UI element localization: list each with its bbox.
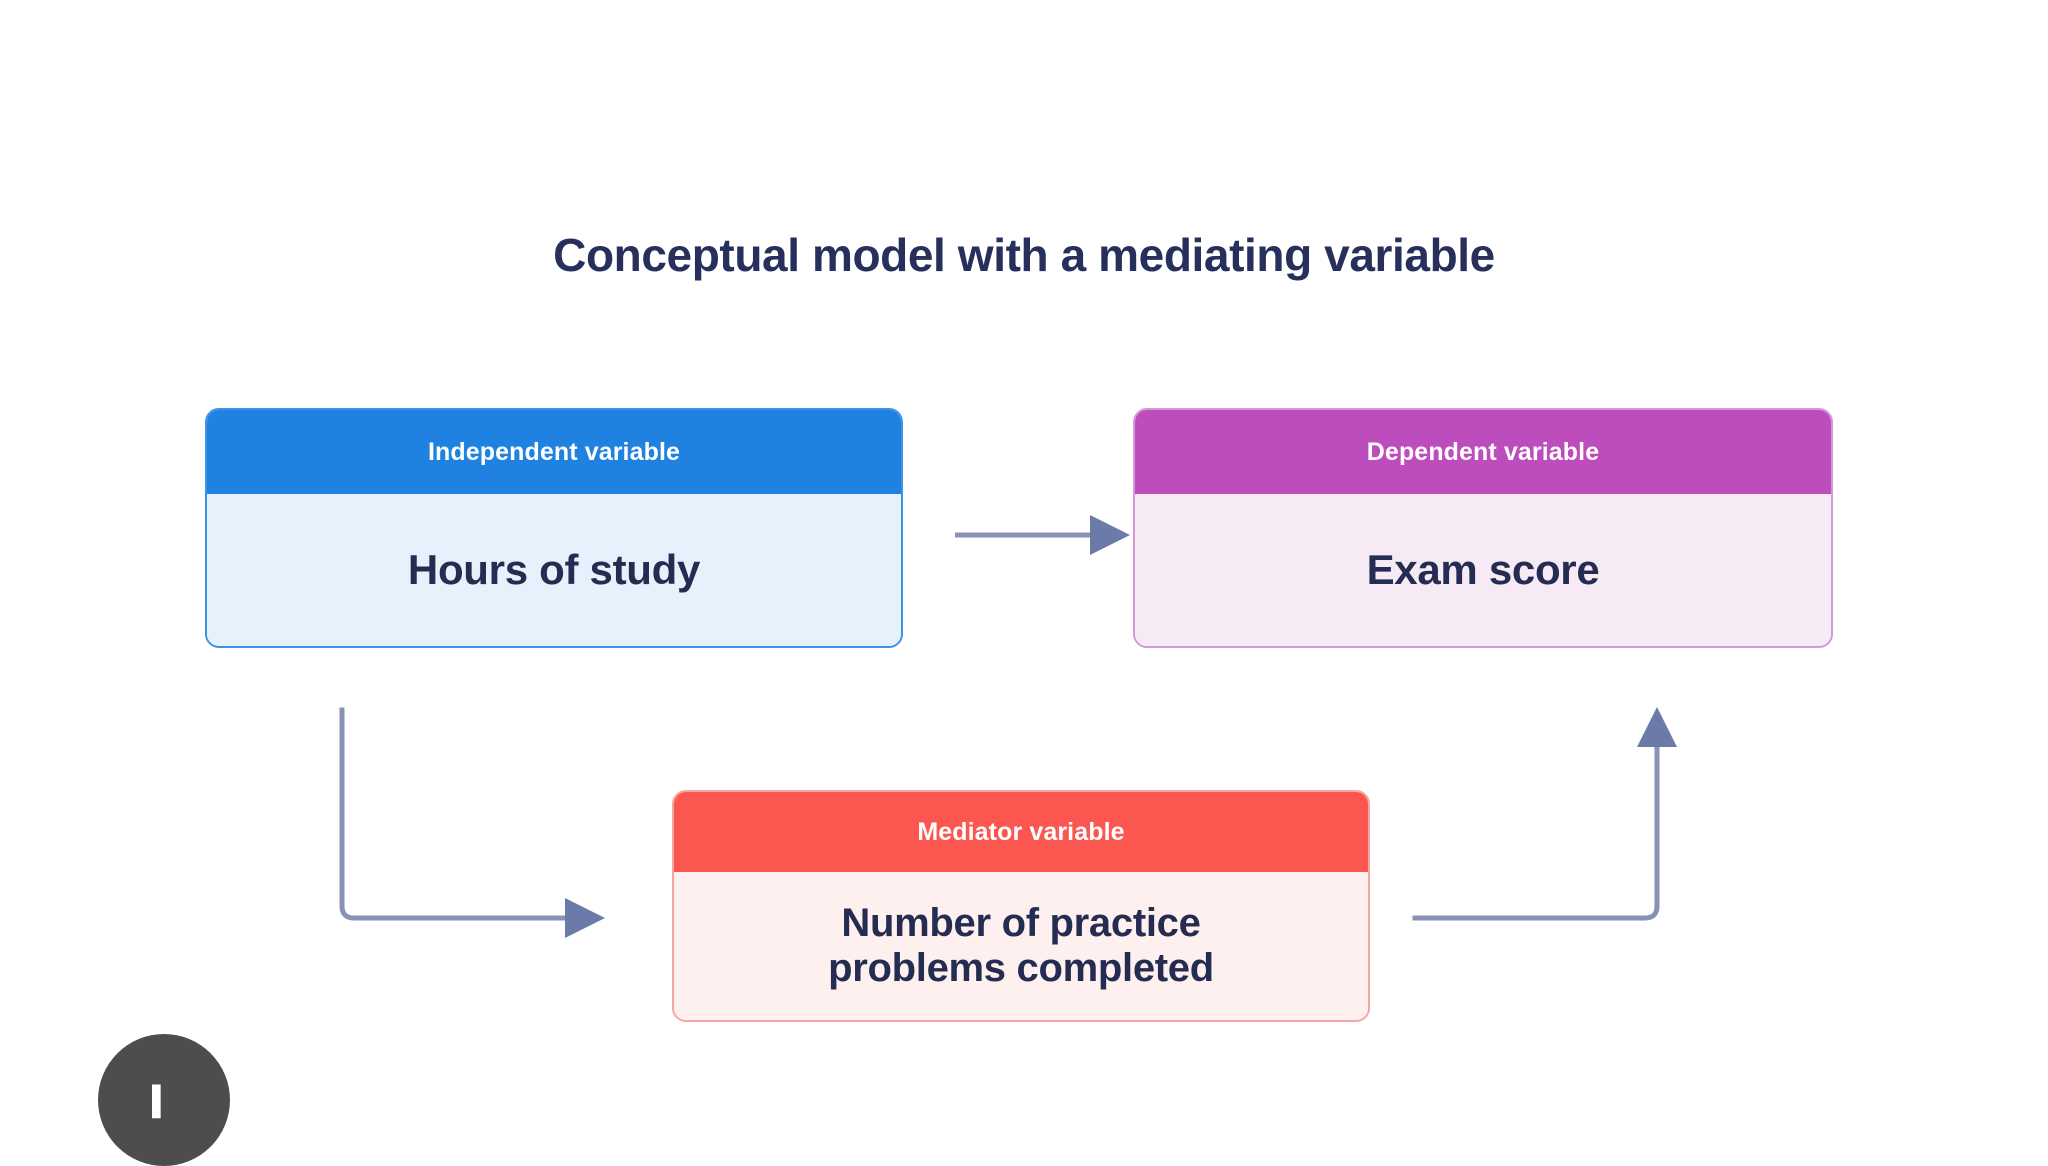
node-dependent-body: Exam score: [1135, 494, 1831, 646]
node-independent-body: Hours of study: [207, 494, 901, 646]
arrow-mediator-to-dependent: [1412, 707, 1677, 921]
node-independent-variable[interactable]: Independent variable Hours of study: [205, 408, 903, 648]
arrow-independent-to-mediator: [339, 707, 605, 938]
play-pause-icon[interactable]: [98, 1034, 230, 1166]
node-mediator-body: Number of practice problems completed: [674, 872, 1368, 1020]
node-mediator-header: Mediator variable: [674, 792, 1368, 872]
node-mediator-variable[interactable]: Mediator variable Number of practice pro…: [672, 790, 1370, 1022]
node-dependent-header: Dependent variable: [1135, 410, 1831, 494]
node-mediator-body-line2: problems completed: [828, 946, 1214, 990]
node-dependent-variable[interactable]: Dependent variable Exam score: [1133, 408, 1833, 648]
page-title: Conceptual model with a mediating variab…: [553, 229, 1495, 281]
node-mediator-body-line1: Number of practice: [841, 901, 1201, 946]
node-independent-header: Independent variable: [207, 410, 901, 494]
